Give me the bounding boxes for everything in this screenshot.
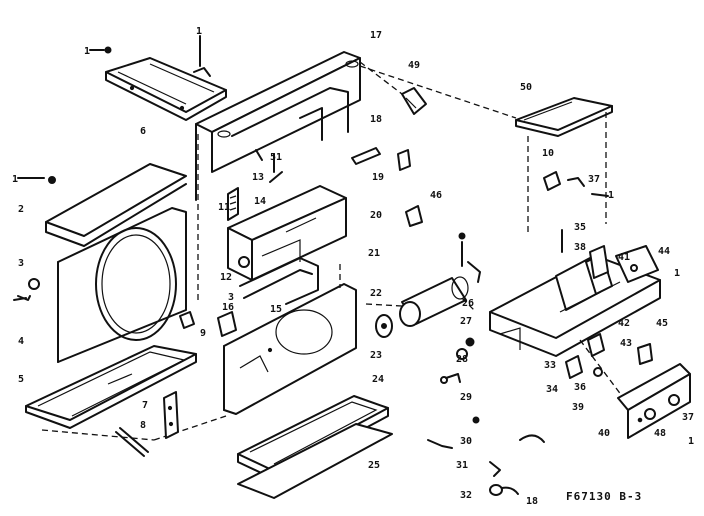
part-44-bracket: [615, 245, 659, 283]
part-23-hub: [375, 314, 393, 338]
label-51: 51: [270, 152, 282, 163]
label-13: 13: [252, 172, 264, 183]
label-11: 11: [218, 202, 230, 213]
label-1: 1: [84, 46, 90, 57]
label-46: 46: [430, 190, 442, 201]
label-48: 48: [654, 428, 666, 439]
part-45-knob: [637, 343, 653, 365]
part-49-filter: [401, 87, 427, 115]
label-50: 50: [520, 82, 532, 93]
label-43: 43: [620, 338, 632, 349]
label-35: 35: [574, 222, 586, 233]
label-18: 18: [370, 114, 382, 125]
label-21: 21: [368, 248, 380, 259]
part-22-motor: [399, 276, 469, 327]
label-30: 30: [460, 436, 472, 447]
label-3: 3: [18, 258, 24, 269]
label-4: 4: [18, 336, 24, 347]
part-40-controlpanel: [617, 363, 691, 439]
label-20: 20: [370, 210, 382, 221]
part-38-switch: [589, 245, 609, 279]
label-10: 10: [542, 148, 554, 159]
part-18-rod: [351, 147, 381, 165]
label-41: 41: [618, 252, 630, 263]
label-45: 45: [656, 318, 668, 329]
part-19-clip: [397, 149, 411, 171]
label-3: 3: [228, 292, 234, 303]
label-15: 15: [270, 304, 282, 315]
label-7: 7: [142, 400, 148, 411]
part-labels: 1 1 1 1 1 1 2 3 3 4 5 6 7 8 9 10 11 12 1…: [12, 26, 694, 507]
label-14: 14: [254, 196, 266, 207]
label-23: 23: [370, 350, 382, 361]
part-condenser-shroud: [45, 163, 187, 363]
label-1: 1: [196, 26, 202, 37]
label-9: 9: [200, 328, 206, 339]
part-43-relay: [587, 333, 605, 357]
label-37: 37: [588, 174, 600, 185]
part-25-pad: [237, 423, 393, 499]
part-5-basepan: [25, 345, 197, 429]
label-40: 40: [598, 428, 610, 439]
part-36-cap: [565, 355, 583, 379]
label-33: 33: [544, 360, 556, 371]
label-28: 28: [456, 354, 468, 365]
part-cabinet-top: [195, 51, 361, 201]
label-12: 12: [220, 272, 232, 283]
label-1: 1: [12, 174, 18, 185]
label-18: 18: [526, 496, 538, 507]
part-9-clip: [179, 311, 195, 329]
part-12-tube: [239, 257, 319, 305]
part-top-panel: [105, 57, 227, 121]
label-24: 24: [372, 374, 384, 385]
label-19: 19: [372, 172, 384, 183]
label-22: 22: [370, 288, 382, 299]
label-5: 5: [18, 374, 24, 385]
label-1: 1: [674, 268, 680, 279]
label-17: 17: [370, 30, 382, 41]
label-36: 36: [574, 382, 586, 393]
part-50-plate: [515, 97, 613, 137]
part-10-cap: [543, 171, 561, 191]
label-16: 16: [222, 302, 234, 313]
part-13-block: [217, 311, 237, 337]
label-31: 31: [456, 460, 468, 471]
part-46-bracket: [405, 205, 423, 227]
part-20-blower: [227, 185, 347, 281]
part-21-panel: [223, 283, 357, 415]
label-2: 2: [18, 204, 24, 215]
label-49: 49: [408, 60, 420, 71]
part-7-bracket: [163, 391, 179, 439]
label-38: 38: [574, 242, 586, 253]
label-8: 8: [140, 420, 146, 431]
label-42: 42: [618, 318, 630, 329]
label-26: 26: [462, 298, 474, 309]
label-37: 37: [682, 412, 694, 423]
part-8-rod: [115, 427, 149, 457]
label-1: 1: [608, 190, 614, 201]
label-39: 39: [572, 402, 584, 413]
label-32: 32: [460, 490, 472, 501]
label-6: 6: [140, 126, 146, 137]
label-25: 25: [368, 460, 380, 471]
label-27: 27: [460, 316, 472, 327]
part-11-coil: [227, 187, 239, 221]
label-29: 29: [460, 392, 472, 403]
label-44: 44: [658, 246, 670, 257]
label-1: 1: [688, 436, 694, 447]
label-34: 34: [546, 384, 558, 395]
drawing-code: F67130 B-3: [566, 490, 642, 503]
part-24-drainpan: [237, 395, 389, 479]
